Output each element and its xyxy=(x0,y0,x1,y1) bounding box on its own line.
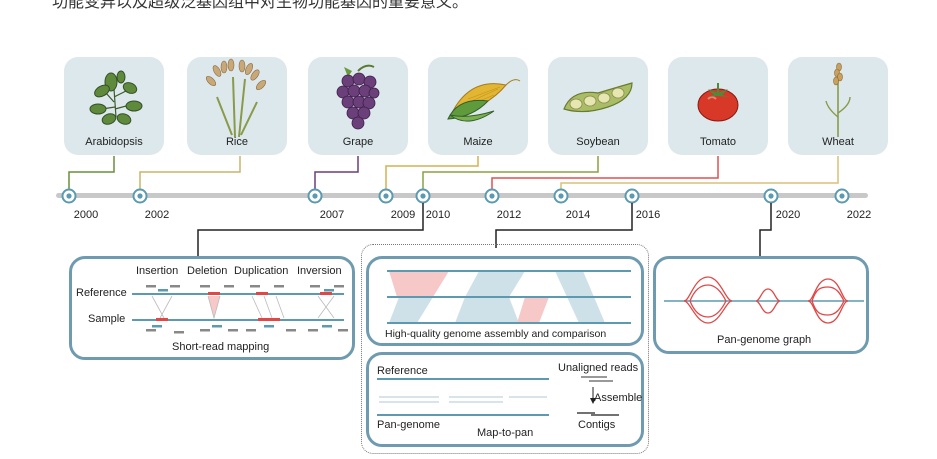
unaligned-reads-label: Unaligned reads xyxy=(558,362,639,374)
year-label: 2016 xyxy=(635,209,661,221)
reference-label: Reference xyxy=(76,287,127,299)
sv-insertion-label: Insertion xyxy=(136,265,179,277)
species-card-wheat: Wheat xyxy=(788,57,888,155)
assembly-connector xyxy=(495,203,633,248)
assembly-group-container xyxy=(361,244,649,454)
grape-connector xyxy=(314,156,359,190)
short-read-mapping-panel: Insertion Deletion Duplication Inversion… xyxy=(69,256,355,360)
map-to-pan-title: Map-to-pan xyxy=(477,427,534,439)
species-label: Soybean xyxy=(576,136,620,148)
species-label: Arabidopsis xyxy=(85,136,143,148)
species-label: Maize xyxy=(463,136,493,148)
pan-genome-graph-panel: Pan-genome graph xyxy=(653,256,869,354)
sv-deletion-label: Deletion xyxy=(187,265,228,277)
map-to-pan-diagram xyxy=(377,376,619,416)
rice-connector xyxy=(139,156,241,190)
pan-genome-label: Pan-genome xyxy=(377,419,440,431)
rice-icon xyxy=(205,58,267,137)
year-label: 2020 xyxy=(775,209,801,221)
short-read-mapping-diagram xyxy=(132,285,348,334)
species-card-soybean: Soybean xyxy=(548,57,648,155)
species-card-maize: Maize xyxy=(428,57,528,155)
year-label: 2012 xyxy=(496,209,522,221)
year-label: 2007 xyxy=(319,209,345,221)
soybean-icon xyxy=(563,82,633,113)
contigs-label: Contigs xyxy=(578,419,616,431)
pan-reference-label: Reference xyxy=(377,365,428,377)
map-to-pan-panel: Reference Pan-genome Map-to-pan Unaligne… xyxy=(366,352,644,447)
sv-inversion-label: Inversion xyxy=(297,265,342,277)
short-read-connector xyxy=(197,203,424,256)
assembly-comparison-panel: High-quality genome assembly and compari… xyxy=(366,256,644,346)
header-text: 功能变异以及超级泛基因组中对生物功能基因的重要意义。 xyxy=(52,0,469,11)
arabidopsis-icon xyxy=(89,70,143,125)
species-card-tomato: Tomato xyxy=(668,57,768,155)
graph-connector xyxy=(759,203,772,256)
year-label: 2010 xyxy=(425,209,451,221)
sv-duplication-label: Duplication xyxy=(234,265,289,277)
species-card-rice: Rice xyxy=(187,57,287,155)
year-label: 2009 xyxy=(390,209,416,221)
pan-genome-graph-diagram xyxy=(664,276,864,324)
species-label: Wheat xyxy=(822,136,854,148)
tomato-connector xyxy=(491,156,719,190)
short-read-title: Short-read mapping xyxy=(172,341,270,353)
maize-icon xyxy=(447,79,521,122)
pan-graph-title: Pan-genome graph xyxy=(717,334,812,346)
wheat-icon xyxy=(825,62,851,137)
timeline-axis xyxy=(56,193,868,198)
assemble-label: Assemble xyxy=(594,392,643,404)
species-label: Rice xyxy=(225,136,248,148)
assembly-comparison-diagram xyxy=(387,270,631,324)
assembly-title: High-quality genome assembly and compari… xyxy=(385,328,607,340)
year-label: 2022 xyxy=(846,209,872,221)
tomato-icon xyxy=(697,83,739,122)
wheat-connector xyxy=(560,156,839,190)
species-label: Tomato xyxy=(699,136,737,148)
sample-label: Sample xyxy=(88,313,126,325)
year-label: 2000 xyxy=(73,209,99,221)
year-label: 2014 xyxy=(565,209,591,221)
species-label: Grape xyxy=(342,136,374,148)
arabidopsis-connector xyxy=(68,156,115,190)
grape-icon xyxy=(336,64,380,130)
species-card-grape: Grape xyxy=(308,57,408,155)
soybean-connector xyxy=(422,156,599,190)
species-card-arabidopsis: Arabidopsis xyxy=(64,57,164,155)
maize-connector xyxy=(385,156,479,190)
year-label: 2002 xyxy=(144,209,170,221)
